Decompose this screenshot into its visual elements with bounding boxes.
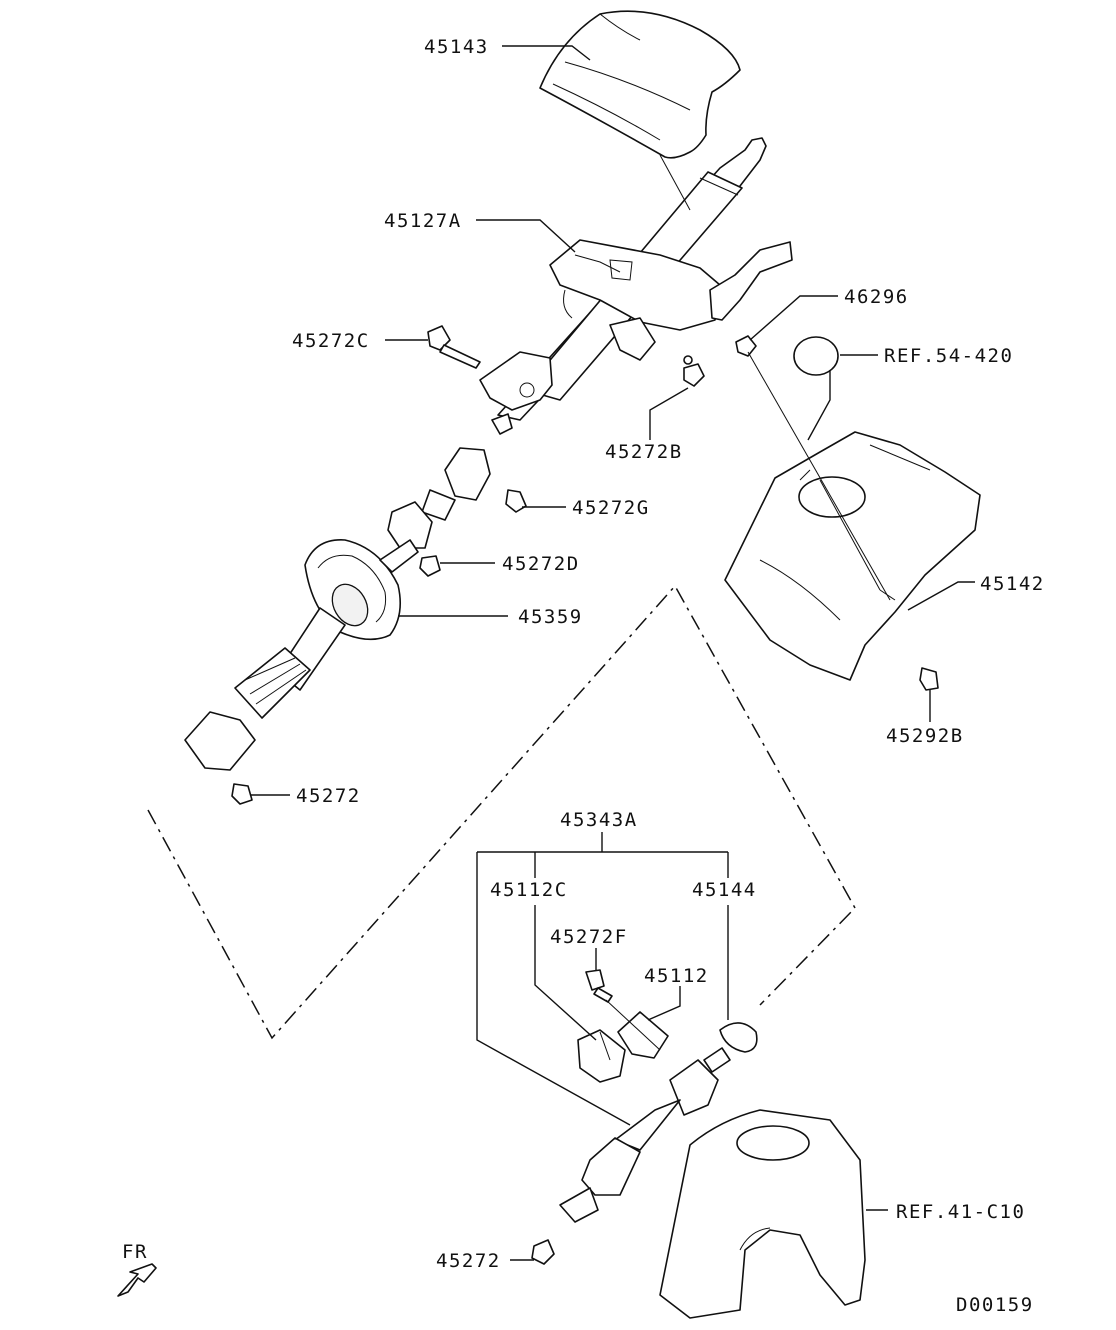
bolt-45272F[interactable] <box>585 969 613 1003</box>
nut-45272B[interactable] <box>683 355 705 387</box>
label-45343A[interactable]: 45343A <box>560 809 638 831</box>
upper-column-cover-45143[interactable] <box>539 10 741 159</box>
label-45142[interactable]: 45142 <box>980 573 1045 595</box>
floor-panel-ref-41-c10[interactable] <box>659 1109 866 1319</box>
lower-shaft-assembly-45343A[interactable] <box>559 1047 731 1223</box>
lower-intermediate-shaft[interactable] <box>184 607 346 771</box>
label-45144[interactable]: 45144 <box>692 879 757 901</box>
label-ref-41-c10[interactable]: REF.41-C10 <box>896 1201 1025 1223</box>
nut-45272G[interactable] <box>505 489 527 513</box>
clip-46296[interactable] <box>735 335 757 357</box>
diagram-code: D00159 <box>956 1294 1034 1316</box>
leader-lines <box>250 45 975 1261</box>
universal-joint-upper[interactable] <box>387 447 491 549</box>
label-45272G[interactable]: 45272G <box>572 497 650 519</box>
label-45272-upper[interactable]: 45272 <box>296 785 361 807</box>
front-direction-arrow-icon <box>117 1263 157 1297</box>
label-45272C[interactable]: 45272C <box>292 330 370 352</box>
label-45112[interactable]: 45112 <box>644 965 709 987</box>
label-45127A[interactable]: 45127A <box>384 210 462 232</box>
label-45272F[interactable]: 45272F <box>550 926 628 948</box>
label-45143[interactable]: 45143 <box>424 36 489 58</box>
bolt-45272C[interactable] <box>427 325 481 369</box>
bracket-45112C[interactable] <box>577 1029 626 1083</box>
label-45272B[interactable]: 45272B <box>605 441 683 463</box>
screw-45292B[interactable] <box>919 667 939 691</box>
part-labels: 45143 45127A 46296 45272C REF.54-420 452… <box>122 36 1045 1316</box>
nut-45272D[interactable] <box>419 555 441 577</box>
nut-45272-upper[interactable] <box>231 783 253 805</box>
label-45272-lower[interactable]: 45272 <box>436 1250 501 1272</box>
steering-column-45127A[interactable] <box>479 137 793 435</box>
label-45112C[interactable]: 45112C <box>490 879 568 901</box>
direction-label: FR <box>122 1241 148 1263</box>
hole-cover-ref-54-420[interactable] <box>793 336 839 376</box>
assembly-boundary-dashed <box>147 584 856 1040</box>
nut-45272-lower[interactable] <box>531 1239 555 1265</box>
label-45292B[interactable]: 45292B <box>886 725 964 747</box>
label-46296[interactable]: 46296 <box>844 286 909 308</box>
label-ref-54-420[interactable]: REF.54-420 <box>884 345 1013 367</box>
label-45272D[interactable]: 45272D <box>502 553 580 575</box>
label-45359[interactable]: 45359 <box>518 606 583 628</box>
lower-column-cover-45142[interactable] <box>724 431 981 681</box>
seal-45144[interactable] <box>719 1022 758 1053</box>
